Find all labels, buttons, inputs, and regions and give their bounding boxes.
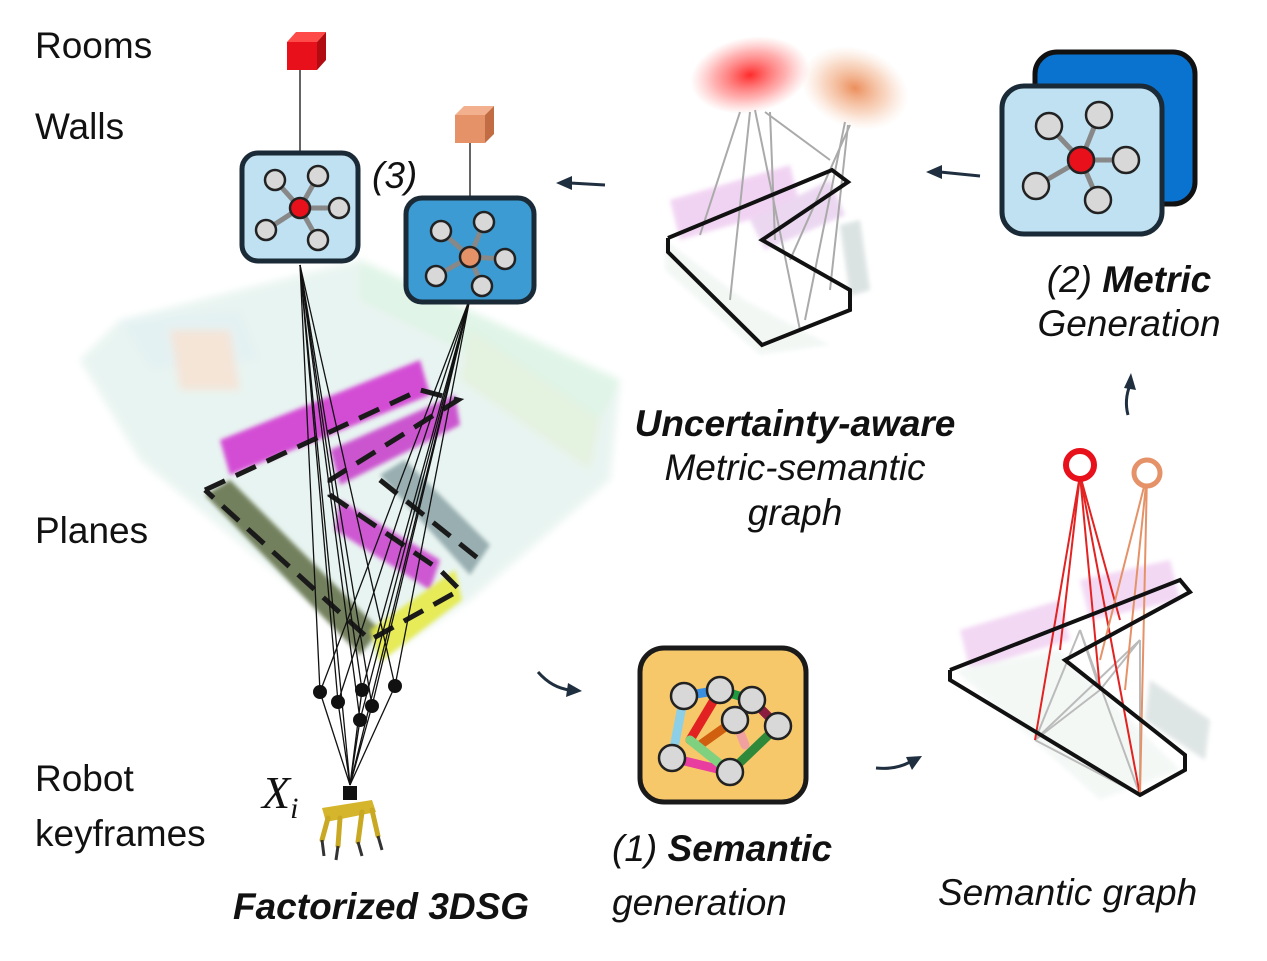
- uncertainty-caption-line1: Uncertainty-aware: [634, 403, 956, 444]
- keyframe-node: [388, 679, 402, 693]
- keyframe-node: [365, 699, 379, 713]
- keyframe-symbol: Xi: [262, 770, 298, 824]
- semantic-step-number: (1): [612, 828, 658, 869]
- robot-icon: [319, 786, 384, 861]
- wall-gnn-box: [403, 195, 537, 305]
- semantic-gnn-box: [637, 645, 809, 805]
- keyframe-node: [331, 695, 345, 709]
- metric-gnn-stack: [999, 49, 1198, 237]
- semantic-graph-caption: Semantic graph: [938, 872, 1198, 913]
- keyframe-nodes: [313, 679, 402, 727]
- metric-step-caption: (2) Metric Generation: [1015, 258, 1243, 347]
- metric-step-number: (2): [1046, 259, 1092, 300]
- keyframe-symbol-sub: i: [290, 792, 299, 826]
- step3-marker: (3): [372, 155, 418, 196]
- room-gnn-box: [239, 150, 361, 264]
- uncertainty-blobs: [690, 36, 909, 131]
- keyframe-node: [355, 683, 369, 697]
- layer-label-keyframes: keyframes: [35, 813, 206, 854]
- arrow-to-metric-icon: [1124, 373, 1136, 416]
- layer-label-robot: Robot: [35, 758, 134, 799]
- arrow-to-semantic-icon: [536, 671, 582, 697]
- layer-label-planes: Planes: [35, 510, 149, 551]
- semantic-graph-scene: [948, 448, 1210, 800]
- metric-step-title: Metric: [1102, 259, 1212, 300]
- layer-label-rooms: Rooms: [35, 25, 153, 66]
- arrows: [536, 165, 1136, 770]
- semantic-step-caption: (1) Semantic generation: [612, 822, 832, 929]
- arrow-to-3dsg-icon: [556, 176, 606, 190]
- uncertainty-caption-line2: Metric-semantic: [664, 447, 926, 489]
- keyframe-edges: [299, 70, 471, 786]
- uncertainty-caption-line3: graph: [747, 491, 843, 533]
- semantic-step-title-line: (1) Semantic: [612, 822, 832, 876]
- arrow-to-semantic-graph-icon: [875, 756, 922, 770]
- semantic-step-subtitle: generation: [612, 881, 787, 923]
- metric-step-title-line: (2) Metric: [1015, 258, 1243, 302]
- keyframe-node: [313, 685, 327, 699]
- room-cube-icon: [287, 32, 326, 70]
- wall-cube-icon: [455, 106, 494, 143]
- arrow-to-uncertainty-icon: [926, 165, 981, 179]
- factorized-3dsg-title: Factorized 3DSG: [233, 886, 530, 927]
- uncertainty-caption: Uncertainty-aware Metric-semantic graph: [610, 402, 980, 535]
- metric-step-subtitle: Generation: [1037, 303, 1221, 345]
- layer-label-walls: Walls: [35, 106, 125, 147]
- keyframe-symbol-x: X: [262, 767, 291, 818]
- semantic-step-title: Semantic: [667, 828, 833, 869]
- uncertainty-scene: [665, 109, 870, 355]
- keyframe-node: [353, 713, 367, 727]
